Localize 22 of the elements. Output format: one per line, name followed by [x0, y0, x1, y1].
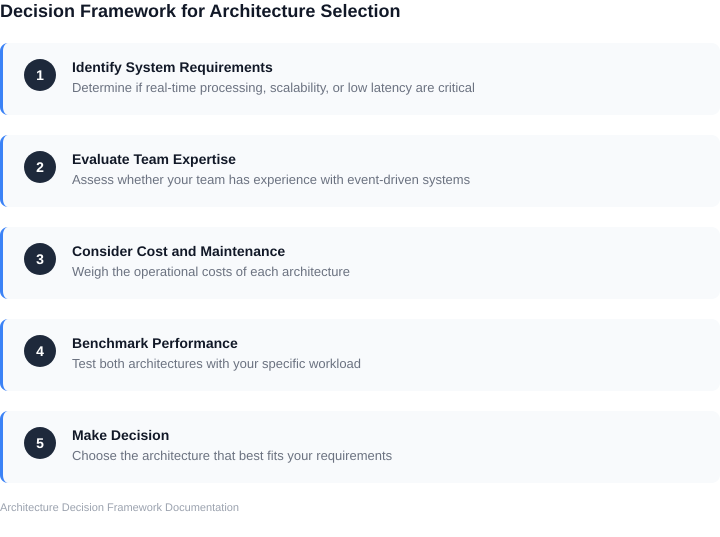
footer-note: Architecture Decision Framework Documentation: [0, 501, 240, 516]
step-title: Benchmark Performance: [72, 334, 239, 353]
number-circle: 1: [24, 59, 56, 91]
step-description: Weigh the operational costs of each architecture: [72, 263, 350, 281]
step-card: [0, 411, 720, 483]
number-circle: 4: [24, 335, 56, 367]
page-title: Decision Framework for Architecture Selection: [0, 0, 400, 22]
step-description: Test both architectures with your specific workload: [72, 355, 362, 373]
step-title: Consider Cost and Maintenance: [72, 242, 286, 261]
step-title: Evaluate Team Expertise: [72, 150, 237, 169]
step-card: [0, 227, 720, 299]
number-circle: 5: [24, 427, 56, 459]
step-card: [0, 135, 720, 207]
step-title: Identify System Requirements: [72, 58, 274, 77]
step-card: [0, 43, 720, 115]
step-description: Choose the architecture that best fits your requirements: [72, 447, 392, 465]
number-circle: 2: [24, 151, 56, 183]
number-circle: 3: [24, 243, 56, 275]
step-description: Determine if real-time processing, scalability, or low latency are critical: [72, 79, 475, 97]
step-card: [0, 319, 720, 391]
step-description: Assess whether your team has experience with event-driven systems: [72, 171, 470, 189]
step-title: Make Decision: [72, 426, 170, 445]
